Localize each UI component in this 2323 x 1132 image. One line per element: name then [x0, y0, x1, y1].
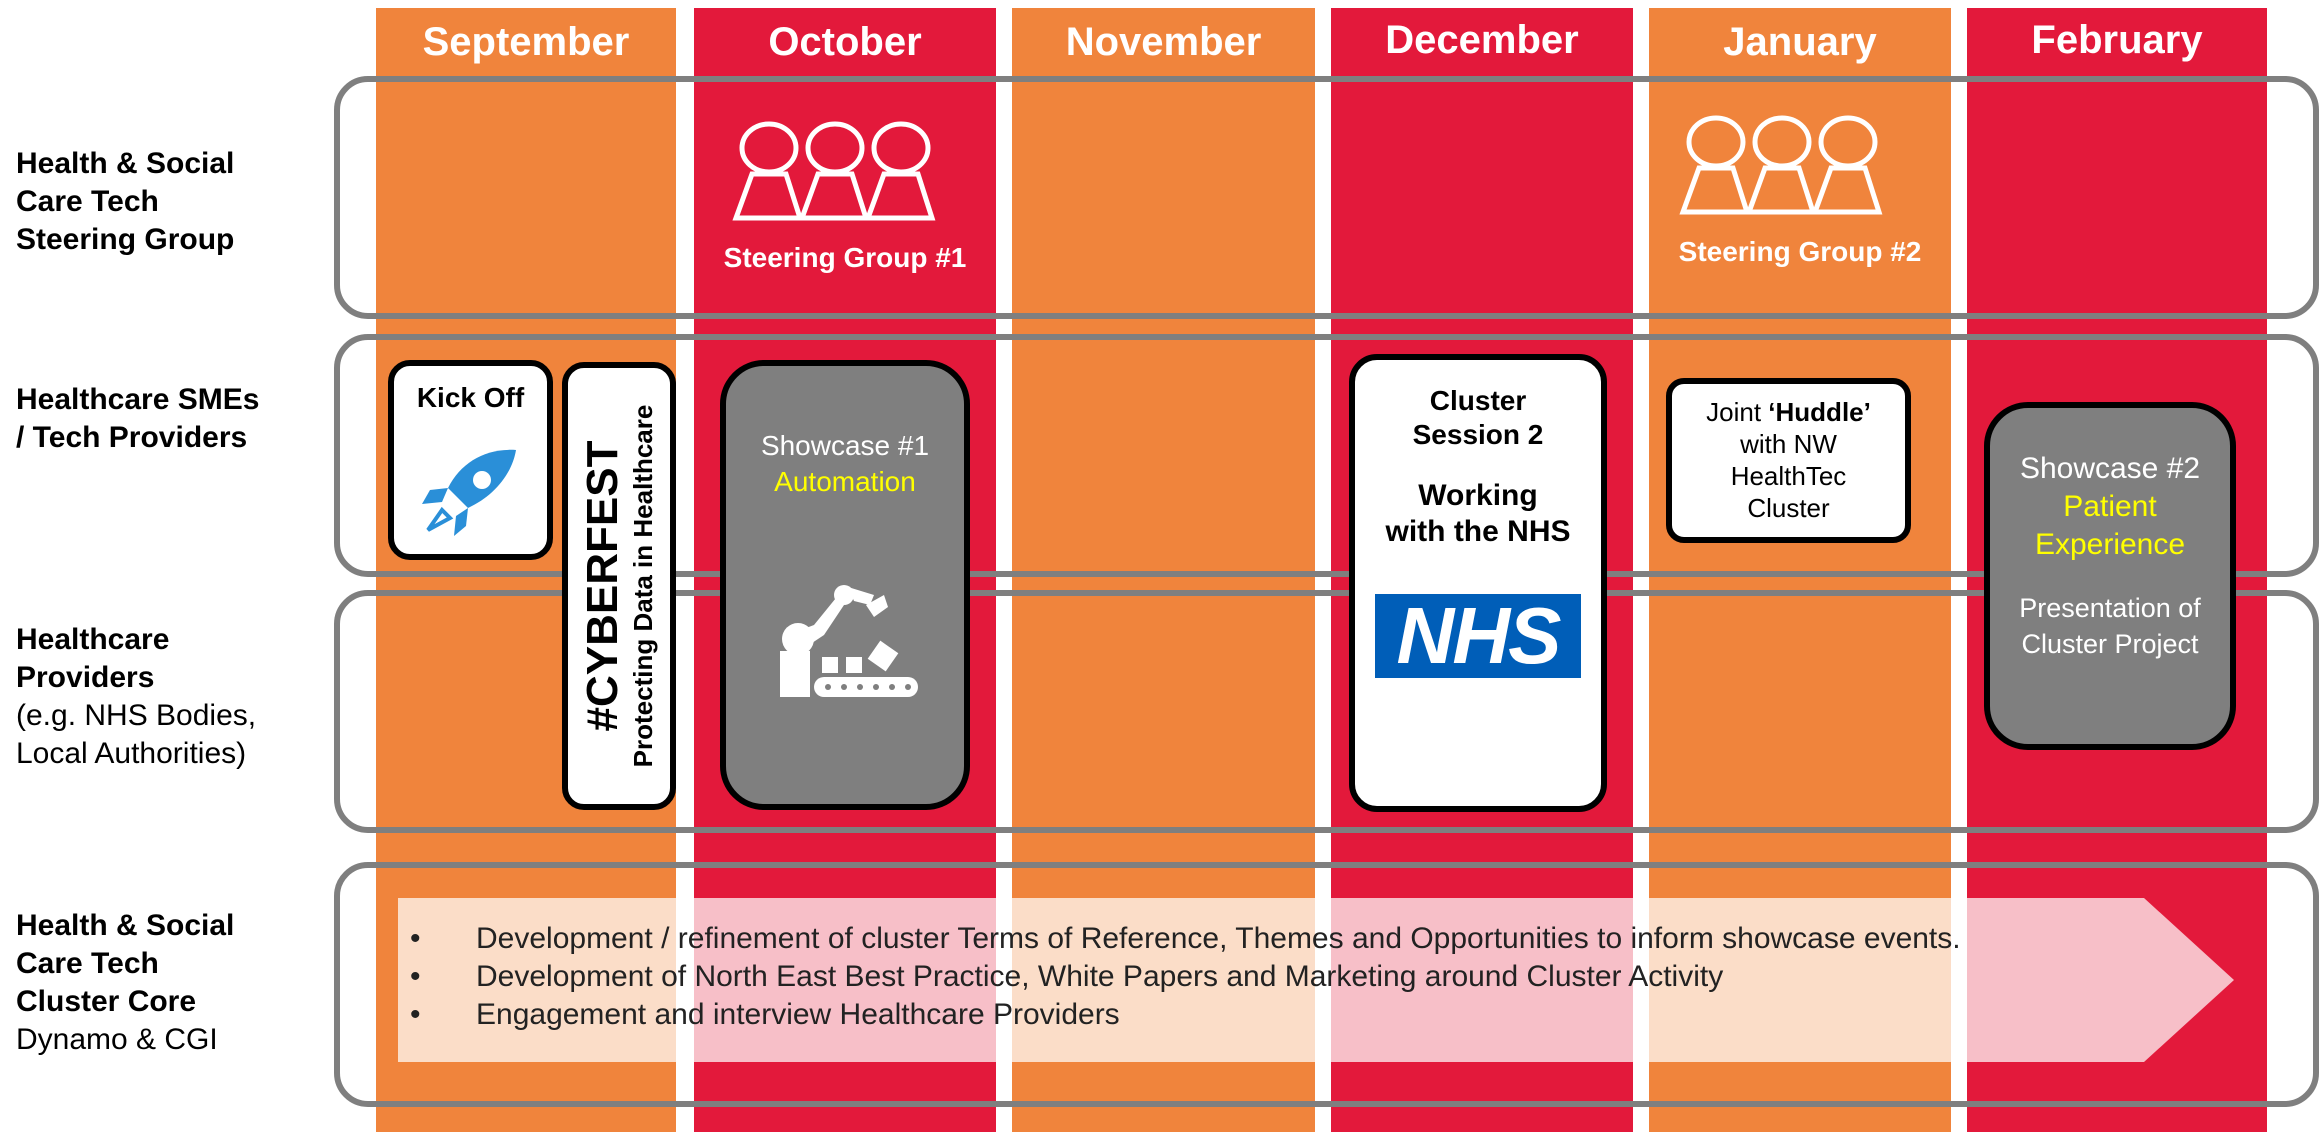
row-frame-smes [334, 334, 2319, 577]
row-label-text: Providers [16, 661, 155, 694]
showcase-2-theme1: Patient [2063, 490, 2157, 523]
huddle-bold: ‘Huddle’ [1768, 397, 1871, 427]
cyberfest-subtitle: Protecting Data in Healthcare [628, 404, 658, 768]
steering-group-1-label: Steering Group #1 [723, 242, 967, 273]
row-label-text: Healthcare SMEs [16, 383, 260, 416]
month-label-february: February [2031, 18, 2203, 62]
row-label-text: Care Tech [16, 947, 159, 980]
cyberfest-card: #CYBERFEST Protecting Data in Healthcare [562, 362, 676, 810]
huddle-card: Joint ‘Huddle’ with NW HealthTec Cluster [1666, 378, 1911, 543]
row-label-cluster-core: Health & Social Care Tech Cluster Core D… [16, 907, 234, 1059]
month-label-november: November [1065, 20, 1262, 64]
cluster-session-line2: Session 2 [1412, 419, 1544, 450]
month-label-january: January [1723, 20, 1877, 64]
kickoff-label: Kick Off [416, 382, 525, 413]
robot-arm-icon [780, 585, 918, 697]
row-label-text: Steering Group [16, 223, 235, 256]
showcase-1-card: Showcase #1 Automation [720, 360, 970, 810]
huddle-prefix: Joint [1706, 397, 1769, 427]
showcase-2-title: Showcase #2 [2019, 452, 2201, 485]
huddle-line4: Cluster [1747, 493, 1830, 523]
bullet-item: •Engagement and interview Healthcare Pro… [410, 998, 1120, 1031]
bullet-item: •Development of North East Best Practice… [410, 960, 1724, 993]
showcase-2-line2: Cluster Project [2021, 629, 2199, 659]
showcase-1-title: Showcase #1 [760, 430, 930, 461]
cyberfest-title: #CYBERFEST [578, 440, 627, 732]
row-label-steering-group: Health & Social Care Tech Steering Group [16, 145, 234, 259]
people-group-icon [732, 121, 936, 221]
row-label-smes: Healthcare SMEs / Tech Providers [16, 381, 259, 457]
showcase-2-line1: Presentation of [2019, 593, 2201, 623]
showcase-2-card: Showcase #2 Patient Experience Presentat… [1984, 402, 2236, 750]
nhs-logo: NHS [1375, 594, 1581, 678]
cluster-core-bullets: •Development / refinement of cluster Ter… [410, 920, 1961, 1034]
huddle-line3: HealthTec [1730, 461, 1847, 491]
month-label-october: October [768, 20, 922, 64]
bullet-text: Development of North East Best Practice,… [476, 960, 1724, 993]
bullet-text: Engagement and interview Healthcare Prov… [476, 998, 1120, 1031]
steering-group-2-label: Steering Group #2 [1678, 236, 1922, 267]
cluster-session-card: Cluster Session 2 Working with the NHS N… [1349, 354, 1607, 812]
row-label-text: Dynamo & CGI [16, 1023, 218, 1056]
row-frame-steering-group [334, 76, 2319, 319]
showcase-2-theme2: Experience [2034, 528, 2186, 561]
cluster-core-arrow [398, 898, 2234, 1062]
row-label-text: Healthcare [16, 623, 170, 656]
people-group-icon [1679, 115, 1883, 215]
row-label-text: / Tech Providers [16, 421, 248, 454]
row-frame-providers [334, 590, 2319, 833]
rocket-icon [422, 449, 516, 536]
row-frame-cluster-core [334, 862, 2319, 1107]
row-label-text: Local Authorities) [16, 737, 247, 770]
cluster-session-line1: Cluster [1429, 385, 1527, 416]
row-label-text: Cluster Core [16, 985, 197, 1018]
row-label-providers: Healthcare Providers (e.g. NHS Bodies, L… [16, 621, 256, 773]
bullet-item: •Development / refinement of cluster Ter… [410, 922, 1961, 955]
huddle-line2: with NW [1740, 429, 1837, 459]
month-label-september: September [422, 20, 630, 64]
showcase-1-theme: Automation [774, 466, 916, 497]
cluster-session-line3: Working [1418, 479, 1538, 512]
row-label-text: Health & Social [16, 147, 235, 180]
kickoff-card: Kick Off [388, 360, 553, 560]
month-label-december: December [1385, 18, 1579, 62]
cluster-session-line4: with the NHS [1385, 515, 1571, 548]
row-label-text: Care Tech [16, 185, 159, 218]
row-label-text: Health & Social [16, 909, 235, 942]
row-label-text: (e.g. NHS Bodies, [16, 699, 257, 732]
bullet-text: Development / refinement of cluster Term… [476, 922, 1961, 955]
